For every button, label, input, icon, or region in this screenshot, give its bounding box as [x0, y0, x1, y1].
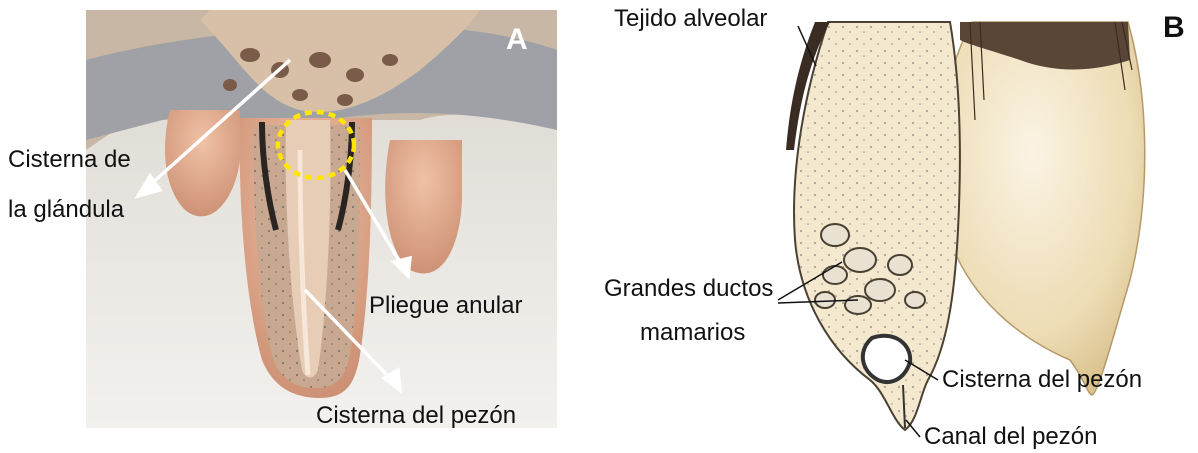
label-alveolar-tissue: Tejido alveolar — [614, 5, 767, 33]
label-teat-cistern-b: Cisterna del pezón — [942, 366, 1142, 394]
label-gland-cistern-line1: Cisterna de — [8, 146, 131, 174]
panel-a-photo — [86, 10, 557, 428]
label-teat-canal: Canal del pezón — [924, 423, 1097, 451]
panel-a-letter: A — [506, 24, 528, 56]
label-gland-cistern-line2: la glándula — [8, 196, 124, 224]
label-large-ducts-line1: Grandes ductos — [604, 275, 773, 303]
label-teat-cistern-a: Cisterna del pezón — [316, 402, 516, 430]
label-annular-fold: Pliegue anular — [369, 292, 522, 320]
label-large-ducts-line2: mamarios — [640, 319, 745, 347]
panel-b-letter: B — [1163, 12, 1185, 44]
